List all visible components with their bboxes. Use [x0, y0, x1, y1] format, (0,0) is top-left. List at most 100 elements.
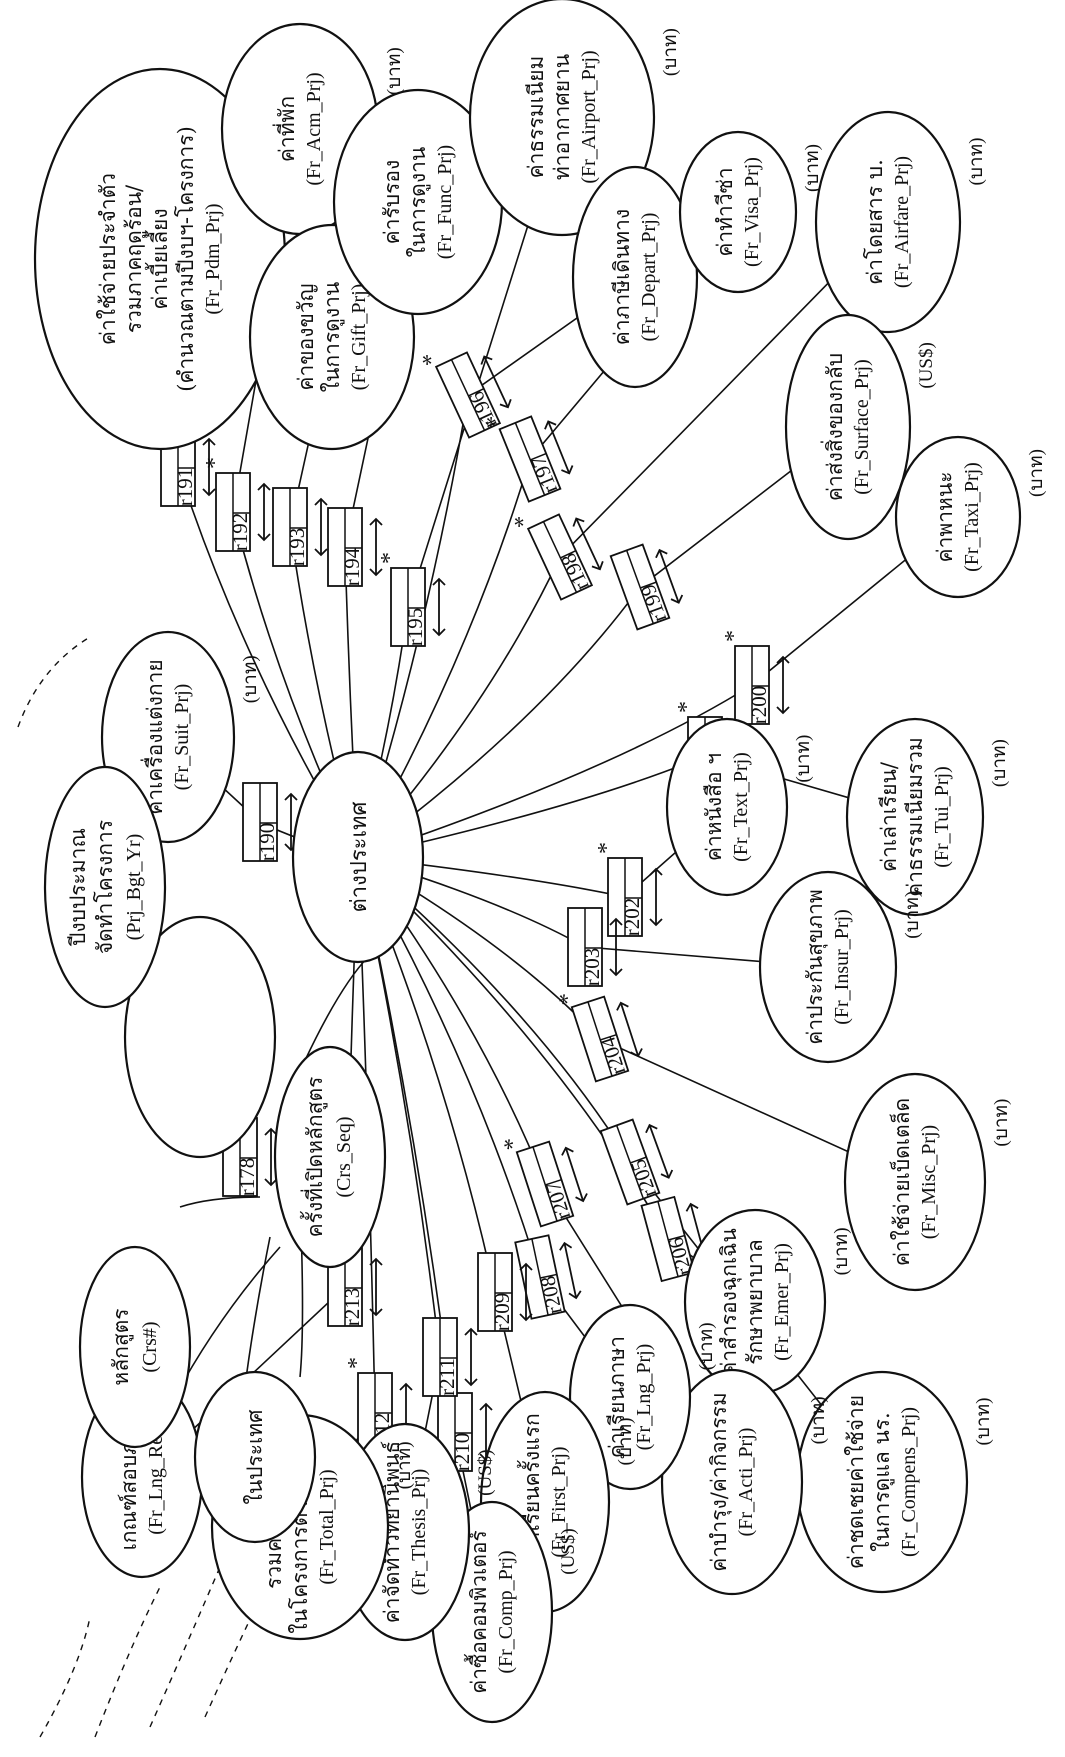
attribute-unit: (บาท) — [802, 144, 823, 192]
relationship-divider — [468, 388, 485, 397]
attribute-thai-label: ค่าประกันสุขภาพ — [803, 889, 828, 1044]
relationship-r195: r195* — [377, 552, 446, 647]
cardinality-arrow-heads — [559, 1241, 582, 1300]
relationship-r198: r198* — [509, 509, 604, 601]
cardinality-arrow-heads — [264, 1127, 278, 1187]
attribute-unit: (บาท) — [394, 1441, 415, 1489]
relationship-r194: r194 — [327, 507, 383, 587]
attribute-code-label: (Fr_Thesis_Prj) — [408, 1469, 430, 1596]
relationship-divider — [545, 1178, 562, 1186]
attribute-code-label: (Fr_Visa_Prj) — [741, 157, 763, 267]
attribute-ellipse — [784, 313, 912, 541]
attribute-Fr_Airfare_Prj: ค่าโดยสาร บ.(Fr_Airfare_Prj)(บาท) — [814, 110, 987, 334]
attribute-thai-label: ค่าของขวัญ — [294, 283, 318, 390]
relationship-divider — [542, 521, 578, 593]
attribute-ellipse — [845, 717, 985, 917]
relationship-divider — [657, 1201, 679, 1277]
optional-marker: * — [674, 701, 700, 713]
cardinality-arrow-heads — [432, 577, 446, 637]
attribute-Fr_Lng_Prj: ค่าเรียนภาษา(Fr_Lng_Prj)(บาท) — [568, 1303, 717, 1491]
attribute-code-label: (Fr_Lng_Req) — [145, 1419, 167, 1535]
entity-domestic-label: ในประเทศ — [243, 1409, 267, 1505]
cardinality-arrow-heads — [655, 548, 684, 604]
cardinality-arrow-heads — [480, 355, 512, 409]
attribute-thai-label: จัดทำโครงการ — [93, 820, 117, 954]
attribute-ellipse — [571, 165, 699, 389]
attribute-code-label: (Fr_Lng_Prj) — [633, 1344, 655, 1451]
relationship-r202: r202* — [594, 842, 663, 937]
attribute-Fr_Tui_Prj: ค่าเล่าเรียน/ค่าธรรมเนียมรวม(Fr_Tui_Prj)… — [845, 717, 1010, 917]
cardinality-arrow-heads — [645, 1123, 674, 1179]
edge-r206 — [357, 856, 756, 1303]
attribute-thai-label: ค่ารับรอง — [380, 160, 404, 245]
relationship-divider — [615, 1125, 645, 1199]
attribute-unit: (บาท) — [384, 47, 405, 95]
attribute-Fr_Acti_Prj: ค่าบำรุง/ค่ากิจกรรม(Fr_Acti_Prj)(บาท) — [660, 1368, 829, 1596]
attribute-code-label: (Fr_Compens_Prj) — [898, 1407, 920, 1557]
attribute-code-label: (Fr_Pdm_Prj) — [202, 203, 224, 314]
relationship-label: r194 — [340, 547, 364, 586]
attribute-code-label: (Crs_Seq) — [333, 1116, 355, 1197]
attribute-ellipse — [78, 1245, 192, 1449]
relationship-r209: r209 — [477, 1252, 533, 1332]
attribute-code-label: (Fr_First_Prj) — [548, 1446, 570, 1557]
attribute-thai-label: ครั้งที่เปิดหลักสูตร — [300, 1077, 328, 1238]
relationship-label: r202 — [620, 898, 644, 937]
relationship-divider — [587, 1001, 613, 1077]
attribute-unit: (บาท) — [1026, 449, 1047, 497]
cardinality-arrow-heads — [609, 917, 623, 977]
attribute-thai-label: ค่าพาหนะ — [933, 472, 957, 563]
center-entity-label: ต่างประเทศ — [347, 801, 372, 912]
relationship-divider — [640, 581, 657, 589]
attribute-ellipse — [43, 765, 167, 1009]
cardinality-arrow — [619, 1002, 639, 1057]
attribute-thai-label: ค่าใช้จ่ายเบ็ดเตล็ด — [888, 1098, 914, 1266]
cardinality-arrow — [575, 518, 601, 570]
cardinality-arrow-heads — [257, 482, 271, 542]
attribute-ellipse — [678, 130, 798, 294]
attribute-Fr_Insur_Prj: ค่าประกันสุขภาพ(Fr_Insur_Prj)(บาท) — [758, 870, 923, 1064]
attribute-unit: (บาท) — [696, 1322, 717, 1370]
cardinality-arrow-heads — [649, 867, 663, 927]
attribute-Fr_Airport_Prj: ค่าธรรมเนียมท่าอากาศยาน(Fr_Airport_Prj)(… — [468, 0, 681, 237]
optional-marker: * — [344, 1357, 370, 1369]
cardinality-arrow-heads — [369, 1257, 383, 1317]
cardinality-arrow-heads — [544, 420, 574, 475]
attribute-Crs_Seq: ครั้งที่เปิดหลักสูตร(Crs_Seq) — [273, 1045, 387, 1269]
relationship-r191: r191* — [147, 412, 216, 507]
relationship-label: r203 — [580, 948, 604, 987]
entity-project-ellipse — [123, 915, 277, 1159]
relationship-label: r193 — [285, 528, 309, 567]
attribute-unit: (บาท) — [240, 655, 261, 703]
attribute-code-label: (Fr_Airfare_Prj) — [891, 156, 913, 288]
relationship-divider — [668, 1234, 685, 1241]
attribute-thai-label: ในการดูงาน — [320, 282, 345, 392]
attribute-Fr_Depart_Prj: ค่าภาษีเดินทาง(Fr_Depart_Prj)(บาท) — [571, 165, 724, 389]
cardinality-arrow — [563, 1242, 578, 1299]
relationship-r199: r199 — [609, 543, 684, 631]
relationship-r213: r213 — [327, 1247, 383, 1327]
cardinality-arrow-heads — [314, 497, 328, 557]
attribute-code-label: (Fr_Taxi_Prj) — [961, 462, 983, 572]
attribute-ellipse — [660, 1368, 804, 1596]
attribute-unit: (บาท) — [991, 1099, 1012, 1147]
attribute-unit: (บาท) — [973, 1398, 994, 1446]
attribute-thai-label: ค่าที่พัก — [272, 96, 299, 162]
attribute-unit: (บาท) — [831, 1227, 852, 1275]
relationship-divider — [630, 1156, 647, 1164]
continuation-dashed-arc — [94, 1586, 161, 1738]
relationship-r205: r205 — [599, 1118, 674, 1206]
attribute-code-label: (Fr_Misc_Prj) — [918, 1125, 940, 1239]
continuation-dashed-arc — [39, 1616, 91, 1738]
attribute-Fr_Pdm_Prj: ค่าใช้จ่ายประจำตัวรวมภาคฤดูร้อน/ค่าเบี้ย… — [33, 67, 312, 451]
attribute-ellipse — [758, 870, 898, 1064]
relationship-label: r178 — [235, 1158, 259, 1197]
relationship-divider — [532, 1146, 558, 1222]
relationship-r211: r211 — [422, 1317, 478, 1397]
continuation-dashed-arc — [17, 636, 91, 728]
attribute-ellipse — [894, 435, 1022, 599]
relationship-r207: r207* — [499, 1133, 588, 1228]
cardinality-arrow-heads — [202, 437, 216, 497]
